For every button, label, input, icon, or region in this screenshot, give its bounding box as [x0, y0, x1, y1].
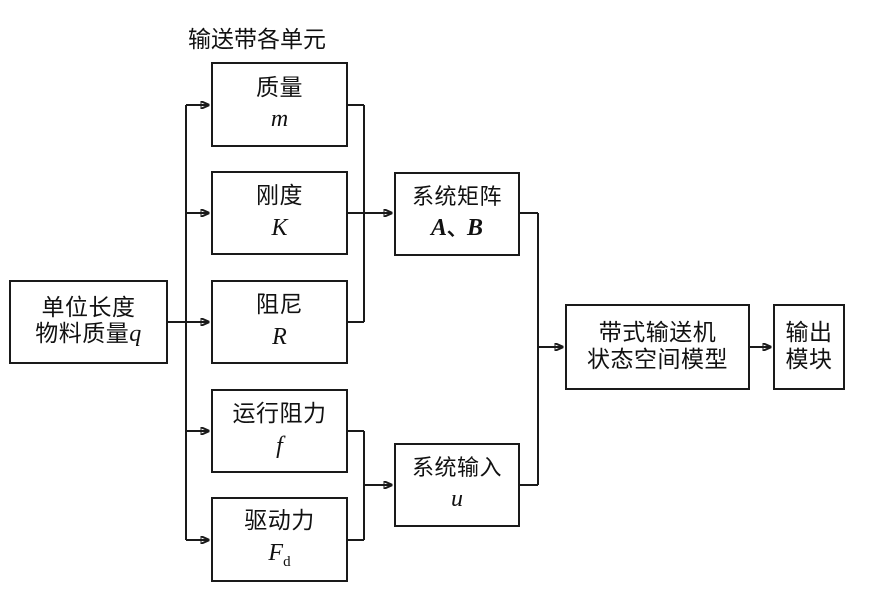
node-stiffness[interactable]: 刚度 K	[211, 171, 348, 255]
node-system-matrix-symbol: A、B	[431, 215, 483, 243]
node-input-line2: 物料质量	[35, 321, 130, 348]
node-system-matrix-symbol-sep: 、	[447, 216, 467, 241]
node-running-resistance[interactable]: 运行阻力 f	[211, 389, 348, 473]
node-system-matrix[interactable]: 系统矩阵 A、B	[394, 172, 520, 256]
node-damping-label: 阻尼	[256, 292, 303, 319]
node-running-resistance-symbol: f	[276, 432, 283, 459]
node-damping-symbol: R	[272, 323, 287, 350]
node-input-line1: 单位长度	[41, 294, 136, 321]
node-drive-force-symbol-base: F	[268, 539, 284, 566]
node-drive-force-label: 驱动力	[244, 508, 315, 535]
node-input-symbol: q	[129, 321, 142, 348]
node-damping[interactable]: 阻尼 R	[211, 280, 348, 364]
node-running-resistance-label: 运行阻力	[232, 401, 327, 428]
node-output-module-line1: 输出	[785, 320, 833, 347]
node-drive-force-symbol-sub: d	[283, 553, 291, 570]
node-system-matrix-symbol-b: B	[467, 215, 484, 242]
node-stiffness-label: 刚度	[256, 183, 303, 210]
node-system-input-symbol: u	[451, 486, 463, 513]
node-drive-force-symbol: Fd	[268, 540, 290, 571]
node-drive-force[interactable]: 驱动力 Fd	[211, 497, 348, 582]
node-mass-label: 质量	[256, 74, 303, 101]
node-system-matrix-symbol-a: A	[430, 215, 447, 242]
node-output-module[interactable]: 输出 模块	[773, 304, 845, 390]
node-system-input-label: 系统输入	[411, 455, 502, 481]
node-mass-symbol: m	[270, 106, 289, 133]
diagram-title: 输送带各单元	[188, 27, 326, 53]
node-output-module-line2: 模块	[785, 347, 833, 373]
node-state-space-model[interactable]: 带式输送机 状态空间模型	[565, 304, 750, 390]
node-mass[interactable]: 质量 m	[211, 62, 348, 147]
node-system-matrix-label: 系统矩阵	[411, 184, 502, 210]
node-stiffness-symbol: K	[271, 214, 288, 241]
node-state-space-model-line1: 带式输送机	[598, 320, 717, 347]
node-system-input[interactable]: 系统输入 u	[394, 443, 520, 527]
node-state-space-model-line2: 状态空间模型	[587, 347, 728, 373]
